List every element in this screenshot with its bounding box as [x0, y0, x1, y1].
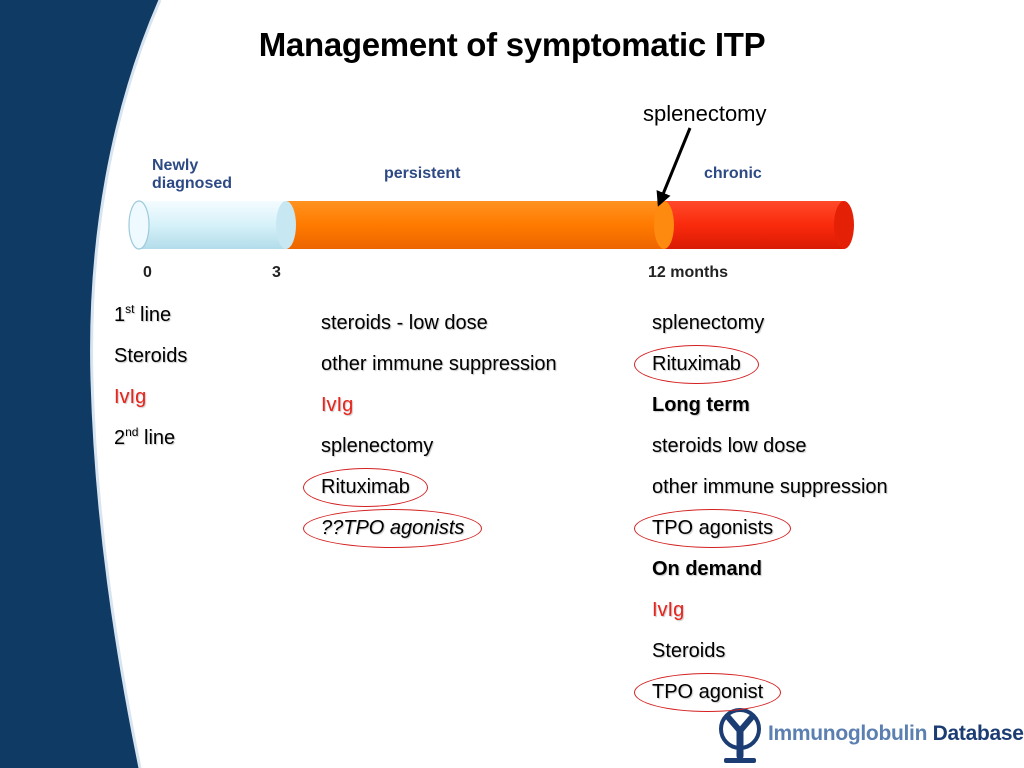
highlight-circle — [634, 345, 759, 384]
highlight-circle — [634, 673, 782, 712]
highlight-circle — [303, 468, 428, 507]
treatment-text: IvIg — [321, 394, 354, 416]
treatment-item-other-immune-suppression: other immune suppression — [321, 353, 557, 376]
logo-text: Immunoglobulin Database — [768, 722, 1024, 746]
treatment-text: Steroids — [114, 345, 188, 367]
ordinal-suffix: nd — [125, 425, 139, 439]
treatment-text: splenectomy — [321, 435, 434, 457]
timeline-segment-newly-diagnosed — [128, 200, 296, 250]
treatment-item-ivig: IvIg — [114, 386, 146, 409]
treatment-text: IvIg — [114, 386, 147, 408]
splenectomy-marker-label: splenectomy — [643, 101, 767, 126]
treatment-item-steroids-low-dose: steroids - low dose — [321, 312, 488, 335]
treatment-text: Steroids — [652, 640, 726, 662]
treatment-text: steroids low dose — [652, 435, 807, 457]
treatment-text-suffix: line — [134, 304, 172, 326]
treatment-item-steroids: Steroids — [114, 345, 187, 368]
tick-label-12-months: 12 months — [648, 264, 729, 281]
treatment-text: other immune suppression — [321, 353, 557, 375]
highlight-circle — [634, 509, 792, 548]
tick-label-0: 0 — [143, 264, 152, 281]
treatment-item-splenectomy: splenectomy — [321, 435, 433, 458]
phase-label-persistent: persistent — [384, 165, 461, 182]
phase-label-newly-diagnosed: Newly diagnosed — [152, 157, 233, 192]
slide-title: Management of symptomatic ITP — [258, 26, 766, 63]
treatment-text: On demand — [652, 558, 763, 580]
highlight-circle — [303, 509, 483, 548]
treatment-text: 2 — [114, 427, 126, 449]
treatment-item-1-line: 1st line — [114, 302, 172, 327]
treatment-item-long-term: Long term — [652, 394, 750, 417]
treatment-item-2-line: 2nd line — [114, 425, 176, 450]
antibody-icon — [719, 708, 761, 763]
treatment-item-splenectomy: splenectomy — [652, 312, 764, 335]
phase-label-chronic: chronic — [704, 165, 762, 182]
timeline-segment-persistent — [276, 201, 674, 249]
treatment-text: IvIg — [652, 599, 685, 621]
treatment-text: splenectomy — [652, 312, 765, 334]
treatment-item-steroids-low-dose: steroids low dose — [652, 435, 807, 458]
treatment-text: Long term — [652, 394, 750, 416]
immunoglobulin-database-logo: Immunoglobulin Database — [718, 708, 1024, 764]
treatment-text: steroids - low dose — [321, 312, 488, 334]
treatment-item-steroids: Steroids — [652, 640, 725, 663]
logo-text-strong: Database — [932, 722, 1024, 745]
treatment-text: other immune suppression — [652, 476, 888, 498]
ordinal-suffix: st — [125, 302, 135, 316]
treatment-item-on-demand: On demand — [652, 558, 762, 581]
tick-label-3: 3 — [272, 264, 281, 281]
splenectomy-arrow — [656, 127, 692, 207]
treatment-item-other-immune-suppression: other immune suppression — [652, 476, 888, 499]
logo-text-light: Immunoglobulin — [768, 722, 928, 745]
treatment-text-suffix: line — [138, 427, 176, 449]
treatment-item-ivig: IvIg — [321, 394, 353, 417]
treatment-item-ivig: IvIg — [652, 599, 684, 622]
treatment-text: 1 — [114, 304, 126, 326]
